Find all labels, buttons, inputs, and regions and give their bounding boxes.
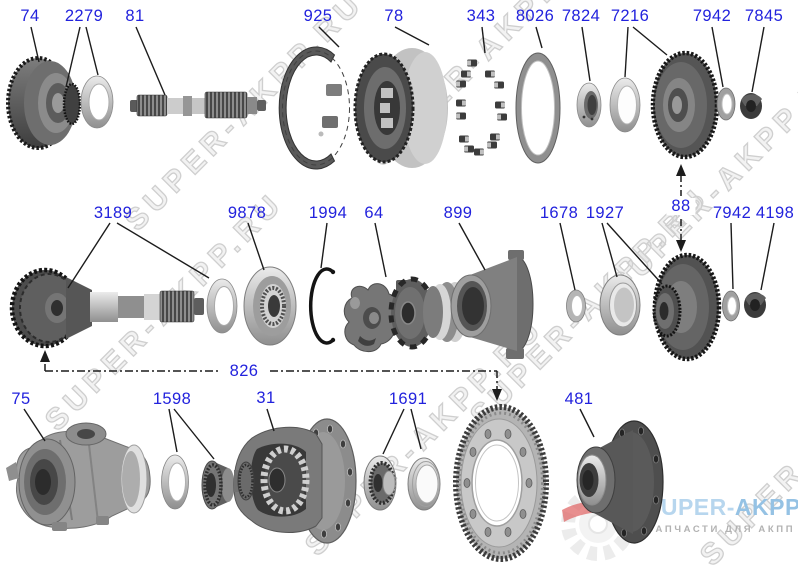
part-1927-gear-assembly [652, 252, 722, 362]
part-7845-nut [740, 93, 762, 119]
part-label-74: 74 [20, 7, 40, 25]
part-7824-collar [576, 82, 602, 128]
part-label-1994: 1994 [308, 204, 348, 222]
part-3189-input-shaft-gear [9, 267, 204, 349]
part-343-roller-spring-set [456, 59, 507, 156]
part-7942-washer-top [716, 87, 736, 121]
part-label-925: 925 [303, 7, 333, 25]
part-label-343: 343 [466, 7, 496, 25]
part-label-7845: 7845 [744, 7, 784, 25]
part-74-clutch-drum [6, 56, 82, 150]
leader-lines [23, 26, 775, 460]
part-label-8026: 8026 [515, 7, 555, 25]
part-64-oil-pump-rotor [388, 276, 436, 350]
part-7942-washer-mid [722, 290, 740, 322]
part-925-brake-band [278, 46, 350, 170]
relation-line-88 [676, 164, 686, 252]
part-label-81: 81 [125, 7, 145, 25]
part-label-4198: 4198 [755, 204, 795, 222]
part-label-2279: 2279 [64, 7, 104, 25]
part-label-1927: 1927 [585, 204, 625, 222]
part-8026-ring-gasket [515, 52, 561, 164]
part-3189-bearing-race [206, 278, 238, 334]
part-899-stator-support-housing [450, 250, 534, 359]
part-1598-bearing-race [161, 454, 189, 510]
part-7216-bearing-race [609, 77, 641, 133]
part-label-1678: 1678 [539, 204, 579, 222]
part-label-899: 899 [443, 204, 473, 222]
part-label-1598: 1598 [152, 390, 192, 408]
part-label-481: 481 [564, 390, 594, 408]
part-label-9878: 9878 [227, 204, 267, 222]
part-label-7942-mid: 7942 [712, 204, 752, 222]
part-1691-bearing-cone [363, 455, 397, 511]
part-label-1691: 1691 [388, 390, 428, 408]
part-label-75: 75 [11, 390, 31, 408]
part-label-88: 88 [666, 197, 696, 216]
part-31-differential-case [233, 418, 357, 544]
part-label-826: 826 [224, 362, 264, 381]
part-81-output-shaft [130, 91, 266, 119]
part-label-3189: 3189 [93, 204, 133, 222]
part-1994-snap-ring [308, 267, 336, 345]
part-ring-gear [453, 404, 549, 562]
part-label-64: 64 [364, 204, 384, 222]
part-1691-bearing-race [407, 457, 441, 511]
logo-tagline: ЗАПЧАСТИ ДЛЯ АКПП [647, 524, 796, 535]
part-label-7942-top: 7942 [692, 7, 732, 25]
part-64-oil-pump-body [343, 283, 398, 353]
part-1678-ring [566, 289, 586, 323]
part-78-clutch-drum [353, 48, 448, 168]
part-481-output-flange-cover [576, 420, 664, 544]
part-7216-driven-gear [650, 50, 720, 160]
part-1598-bearing-cone [201, 460, 235, 510]
logo-brand-akpp: AKPP [734, 494, 798, 520]
part-label-78: 78 [384, 7, 404, 25]
part-label-31: 31 [256, 389, 276, 407]
part-9878-bearing [243, 266, 297, 346]
part-2279-bearing-race [80, 75, 114, 129]
part-label-7824: 7824 [561, 7, 601, 25]
part-4198-nut [744, 292, 766, 318]
part-1927-bearing-race [599, 274, 641, 336]
relation-line-826 [40, 350, 502, 401]
part-75-extension-housing [6, 422, 151, 531]
part-label-7216: 7216 [610, 7, 650, 25]
